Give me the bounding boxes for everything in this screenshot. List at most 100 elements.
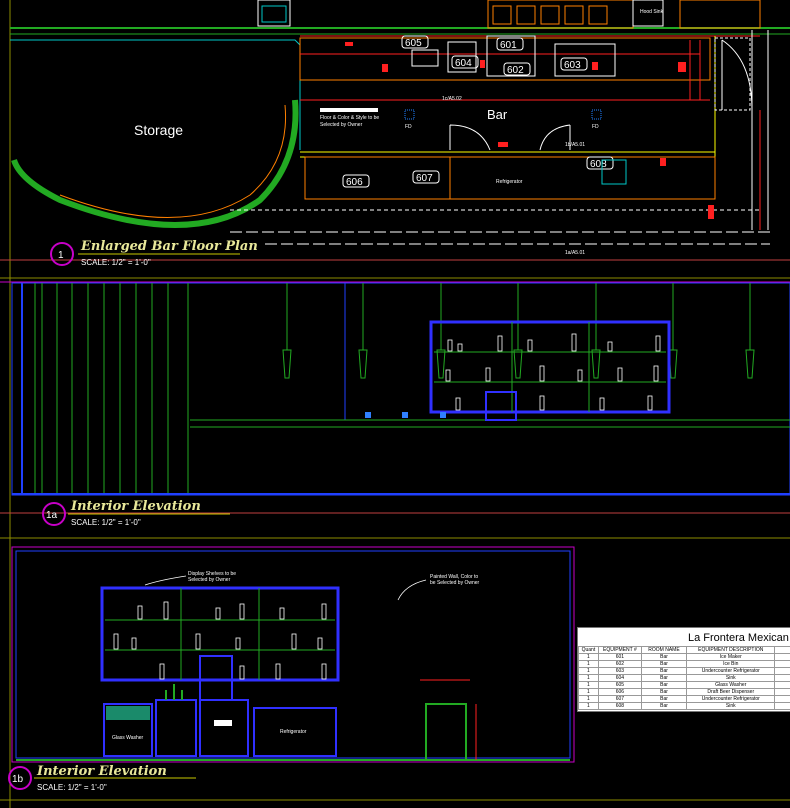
cell: Bar xyxy=(640,695,688,703)
cell: Bar xyxy=(640,688,688,696)
view-scale: SCALE: 1/2" = 1'-0" xyxy=(71,518,141,527)
shelves-note-line-2: Selected by Owner xyxy=(188,577,231,583)
view-number: 1b xyxy=(12,774,24,785)
view-title-1b: 1b Interior Elevation SCALE: 1/2" = 1'-0… xyxy=(8,764,196,792)
hood-sink-label: Hood Sink xyxy=(640,9,664,15)
col-header xyxy=(774,646,790,654)
shelves-note-line-1: Display Shelves to be xyxy=(188,571,236,577)
floor-note-line-2: Selected by Owner xyxy=(320,122,363,128)
view-title: Interior Elevation xyxy=(70,499,201,514)
cell: 1 xyxy=(578,653,599,661)
view-title-1: 1 Enlarged Bar Floor Plan SCALE: 1/2" = … xyxy=(50,239,258,267)
cell: 1 xyxy=(578,695,599,703)
col-header: ROOM NAME xyxy=(640,646,688,654)
cell: 1 xyxy=(578,667,599,675)
cell xyxy=(774,688,790,696)
cell: 607 xyxy=(597,695,642,703)
cell: Undercounter Refrigerator xyxy=(686,667,776,675)
col-header: EQUIPMENT DESCRIPTION xyxy=(686,646,776,654)
cell: 605 xyxy=(597,681,642,689)
bar-label: Bar xyxy=(487,107,508,122)
equipment-tag[interactable]: 604 xyxy=(447,41,479,73)
elevation-1a: 1a Interior Elevation SCALE: 1/2" = 1'-0… xyxy=(11,282,790,527)
equipment-tag[interactable]: 605 xyxy=(401,35,439,67)
cell: Ice Maker xyxy=(686,653,776,661)
cell: Undercounter Refrigerator xyxy=(686,695,776,703)
cell: 1 xyxy=(578,688,599,696)
floor-plan: Hood Sink Storage xyxy=(10,0,790,267)
view-number: 1a xyxy=(46,510,58,521)
schedule-header-row: Quant EQUIPMENT # ROOM NAME EQUIPMENT DE… xyxy=(578,646,790,654)
section-ref-mid: 1b/A5.01 xyxy=(565,142,585,148)
tag-number: 606 xyxy=(346,177,363,188)
cell xyxy=(774,695,790,703)
view-title-1a: 1a Interior Elevation SCALE: 1/2" = 1'-0… xyxy=(42,499,230,527)
cell: Bar xyxy=(640,653,688,661)
equipment-tag[interactable]: 608 xyxy=(586,156,627,185)
cell xyxy=(774,702,790,710)
cell: Draft Beer Dispenser xyxy=(686,688,776,696)
schedule-table: Quant EQUIPMENT # ROOM NAME EQUIPMENT DE… xyxy=(578,646,790,710)
cell: Sink xyxy=(686,674,776,682)
floor-drain-label: FD xyxy=(405,124,412,130)
view-title: Interior Elevation xyxy=(36,764,167,779)
schedule-title: La Frontera Mexican Re xyxy=(688,632,790,644)
refrigerator-elev-label: Refrigerator xyxy=(280,729,307,735)
cell xyxy=(774,681,790,689)
cell xyxy=(774,667,790,675)
cell: 601 xyxy=(597,653,642,661)
cell xyxy=(774,653,790,661)
cell xyxy=(774,660,790,668)
tag-number: 608 xyxy=(590,159,607,170)
section-ref-top: 1c/A5.02 xyxy=(442,96,462,102)
equipment-tag[interactable]: 606 xyxy=(342,174,370,188)
refrigerator-plan-label: Refrigerator xyxy=(496,179,523,185)
tag-number: 604 xyxy=(455,58,472,69)
cell: Bar xyxy=(640,681,688,689)
cell: Bar xyxy=(640,674,688,682)
section-ref-bottom: 1a/A5.01 xyxy=(565,250,585,256)
col-header: Quant xyxy=(578,646,599,654)
equipment-tag[interactable]: 603 xyxy=(554,43,616,77)
tag-number: 601 xyxy=(500,40,517,51)
glass-washer-label: Glass Washer xyxy=(112,735,144,741)
equipment-tag[interactable]: 601 602 xyxy=(486,35,536,77)
view-scale: SCALE: 1/2" = 1'-0" xyxy=(81,258,151,267)
tag-number: 603 xyxy=(564,60,581,71)
cell: 1 xyxy=(578,674,599,682)
cell: 604 xyxy=(597,674,642,682)
cell: Bar xyxy=(640,660,688,668)
col-header: EQUIPMENT # xyxy=(597,646,642,654)
view-number: 1 xyxy=(58,250,64,261)
cell: 603 xyxy=(597,667,642,675)
cell: 1 xyxy=(578,681,599,689)
cell xyxy=(774,674,790,682)
cell: 1 xyxy=(578,702,599,710)
cell: 606 xyxy=(597,688,642,696)
equipment-tag[interactable]: 607 xyxy=(412,170,440,184)
cell: Glass Washer xyxy=(686,681,776,689)
cell: Ice Bin xyxy=(686,660,776,668)
tag-number: 607 xyxy=(416,173,433,184)
tag-number: 602 xyxy=(507,65,524,76)
floor-drain-label: FD xyxy=(592,124,599,130)
cell: Bar xyxy=(640,667,688,675)
wall-note-line-1: Painted Wall, Color to xyxy=(430,574,478,580)
cell: Sink xyxy=(686,702,776,710)
floor-note-line-1: Floor & Color & Style to be xyxy=(320,115,379,121)
wall-note-line-2: be Selected by Owner xyxy=(430,580,480,586)
view-scale: SCALE: 1/2" = 1'-0" xyxy=(37,783,107,792)
cell: 602 xyxy=(597,660,642,668)
view-title: Enlarged Bar Floor Plan xyxy=(80,239,258,254)
tag-number: 605 xyxy=(405,38,422,49)
storage-label: Storage xyxy=(134,122,183,138)
equipment-schedule[interactable]: La Frontera Mexican Re Quant EQUIPMENT #… xyxy=(577,627,790,712)
